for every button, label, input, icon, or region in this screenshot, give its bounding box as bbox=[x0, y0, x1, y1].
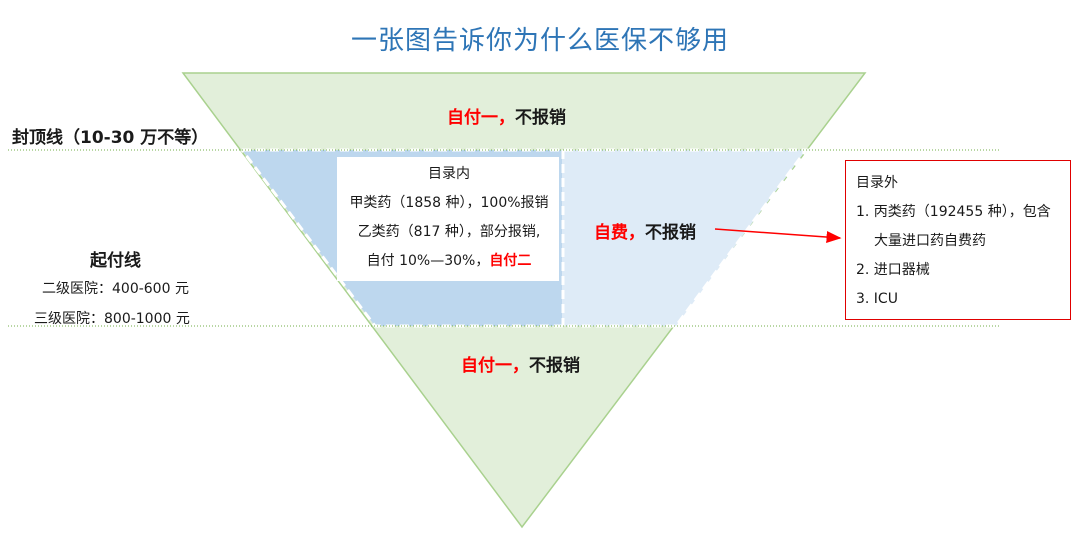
cap-line-label: 封顶线（10-30 万不等） bbox=[12, 128, 209, 148]
bottom-zone-red-text: 自付一， bbox=[461, 356, 529, 376]
self-pay-dark-text: 不报销 bbox=[645, 223, 696, 243]
deductible-line-label: 起付线 bbox=[90, 251, 141, 271]
catalog-inside-class-b: 乙类药（817 种），部分报销, bbox=[357, 224, 541, 240]
catalog-outside-item-3: 3. ICU bbox=[856, 291, 898, 307]
red-arrow bbox=[714, 228, 842, 244]
tertiary-hospital-deductible: 三级医院：800-1000 元 bbox=[34, 311, 190, 327]
catalog-inside-heading: 目录内 bbox=[428, 166, 470, 182]
self-pay-red-text: 自费， bbox=[594, 223, 645, 243]
catalog-outside-box: 目录外 1. 丙类药（192455 种），包含 大量进口药自费药 2. 进口器械… bbox=[845, 160, 1071, 320]
self-pay-region bbox=[562, 150, 806, 326]
catalog-outside-item-1-cont: 大量进口药自费药 bbox=[874, 233, 986, 249]
secondary-hospital-deductible: 二级医院：400-600 元 bbox=[42, 281, 189, 297]
top-zone-label: 自付一，不报销 bbox=[447, 103, 566, 128]
catalog-inside-class-a: 甲类药（1858 种），100%报销 bbox=[349, 195, 549, 211]
top-zone-dark-text: 不报销 bbox=[515, 108, 566, 128]
self-pay-label: 自费，不报销 bbox=[594, 218, 696, 243]
top-zone-red-text: 自付一， bbox=[447, 108, 515, 128]
catalog-inside-copay: 自付 10%—30%，自付二 bbox=[340, 247, 558, 276]
page-title: 一张图告诉你为什么医保不够用 bbox=[350, 26, 729, 56]
copay-two-label: 自付二 bbox=[489, 253, 532, 269]
catalog-inside-box bbox=[337, 157, 559, 281]
bottom-zone-dark-text: 不报销 bbox=[529, 356, 580, 376]
catalog-outside-heading: 目录外 bbox=[856, 175, 898, 191]
catalog-outside-item-2: 2. 进口器械 bbox=[856, 262, 930, 278]
catalog-inside-list: 目录内 甲类药（1858 种），100%报销 乙类药（817 种），部分报销, … bbox=[340, 160, 558, 276]
copay-prefix: 自付 10%—30%， bbox=[366, 253, 490, 269]
bottom-zone-label: 自付一，不报销 bbox=[461, 351, 580, 376]
catalog-outside-item-1: 1. 丙类药（192455 种），包含 bbox=[856, 204, 1051, 220]
